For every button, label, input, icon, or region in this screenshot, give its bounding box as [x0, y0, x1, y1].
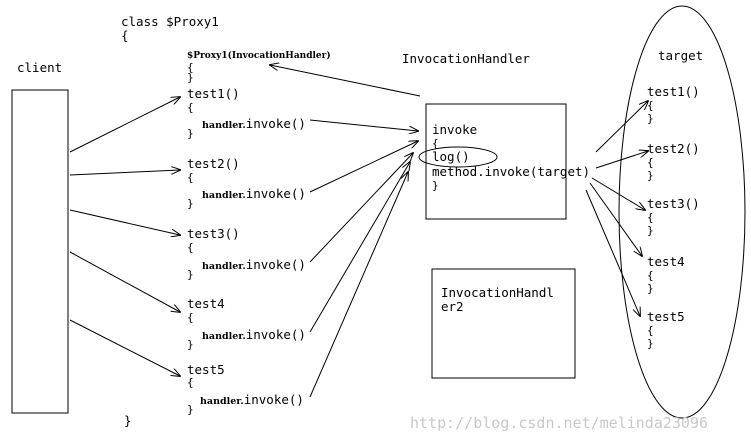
- proxy-class-open-brace: {: [121, 28, 129, 43]
- proxy-method-test1: test1(): [187, 86, 240, 101]
- handler2-line2: er2: [441, 299, 464, 314]
- proxy-constructor-close: }: [187, 71, 194, 84]
- proxy-method-close: }: [187, 403, 194, 416]
- proxy-method-close: }: [187, 268, 194, 281]
- proxy-constructor-open: {: [187, 61, 194, 74]
- target-method-test1: test1(): [647, 84, 700, 99]
- target-method-close: }: [647, 337, 654, 350]
- target-method-open: {: [647, 269, 654, 282]
- target-method-open: {: [647, 99, 654, 112]
- handler-method-invoke-line: method.invoke(target): [432, 164, 591, 179]
- handler-invoke-call: handler.invoke(): [202, 185, 306, 201]
- arrow-target-test4: [589, 182, 642, 256]
- target-method-test2: test2(): [647, 141, 700, 156]
- proxy-method-open: {: [187, 101, 194, 114]
- proxy-method-close: }: [187, 338, 194, 351]
- handler-open-brace: {: [432, 137, 439, 150]
- invoke-call: invoke(): [245, 116, 306, 131]
- arrow-client-test2: [69, 170, 180, 176]
- target-method-test4: test4: [647, 254, 685, 269]
- target-method-close: }: [647, 112, 654, 125]
- handler2-line1: InvocationHandl: [441, 285, 554, 300]
- handler-close-brace: }: [432, 179, 439, 192]
- arrow-client-test1: [69, 97, 180, 153]
- handler-ref: handler.: [202, 120, 246, 131]
- proxy-method-test5: test5: [187, 362, 225, 377]
- client-arrows: [69, 97, 180, 376]
- arrow-target-test5: [585, 189, 640, 316]
- proxy-method-open: {: [187, 376, 194, 389]
- target-label: target: [658, 48, 704, 63]
- arrow-invoke1: [309, 119, 418, 131]
- arrow-invoke4: [309, 162, 410, 333]
- client-label: client: [17, 60, 63, 75]
- invocation-handler-box: [425, 103, 567, 220]
- handler-ref: handler.: [202, 331, 246, 342]
- arrow-handler-to-constructor: [270, 65, 421, 97]
- handler-ref: handler.: [202, 261, 246, 272]
- arrow-client-test3: [69, 209, 180, 235]
- arrow-target-test1: [595, 101, 648, 153]
- arrow-client-test5: [69, 319, 180, 376]
- log-ellipse: [418, 146, 498, 168]
- handler-ref: handler.: [202, 190, 246, 201]
- target-method-open: {: [647, 156, 654, 169]
- target-method-test3: test3(): [647, 196, 700, 211]
- invoke-arrows: [309, 119, 418, 398]
- proxy-class-close-brace: }: [124, 413, 132, 428]
- target-arrows: [585, 101, 648, 316]
- target-method-open: {: [647, 324, 654, 337]
- proxy-class-line: class $Proxy1: [121, 14, 219, 29]
- handler-invoke-call: handler.invoke(): [202, 256, 306, 272]
- proxy-constructor: $Proxy1(InvocationHandler): [187, 51, 331, 61]
- arrow-target-test2: [595, 151, 648, 169]
- arrow-invoke5: [309, 172, 408, 398]
- target-method-close: }: [647, 169, 654, 182]
- arrow-invoke3: [309, 153, 413, 263]
- proxy-method-close: }: [187, 127, 194, 140]
- target-method-close: }: [647, 282, 654, 295]
- proxy-method-open: {: [187, 241, 194, 254]
- proxy-method-test4: test4: [187, 296, 225, 311]
- handler-invoke-line: invoke: [432, 122, 478, 137]
- invocation-handler2-box: [431, 268, 576, 379]
- proxy-method-test3: test3(): [187, 226, 240, 241]
- proxy-method-open: {: [187, 171, 194, 184]
- target-method-test5: test5: [647, 309, 685, 324]
- watermark: http://blog.csdn.net/melinda23096: [410, 414, 709, 432]
- invoke-call: invoke(): [245, 257, 306, 272]
- proxy-method-close: }: [187, 197, 194, 210]
- proxy-method-open: {: [187, 311, 194, 324]
- target-method-open: {: [647, 211, 654, 224]
- handler-invoke-call: handler.invoke(): [202, 115, 306, 131]
- handler-ref: handler.: [200, 396, 244, 407]
- proxy-method-test2: test2(): [187, 156, 240, 171]
- invoke-call: invoke(): [245, 186, 306, 201]
- arrow-invoke2: [309, 141, 418, 193]
- invocation-handler-title: InvocationHandler: [402, 51, 530, 66]
- arrow-client-test4: [69, 251, 180, 312]
- client-box: [11, 89, 69, 414]
- arrow-target-test3: [591, 177, 645, 210]
- handler-invoke-call: handler.invoke(): [202, 326, 306, 342]
- handler-invoke-call: handler.invoke(): [200, 391, 304, 407]
- invoke-call: invoke(): [245, 327, 306, 342]
- handler-log-line: log(): [432, 149, 470, 164]
- target-ellipse: [618, 5, 746, 419]
- invoke-call: invoke(): [243, 392, 304, 407]
- target-method-close: }: [647, 224, 654, 237]
